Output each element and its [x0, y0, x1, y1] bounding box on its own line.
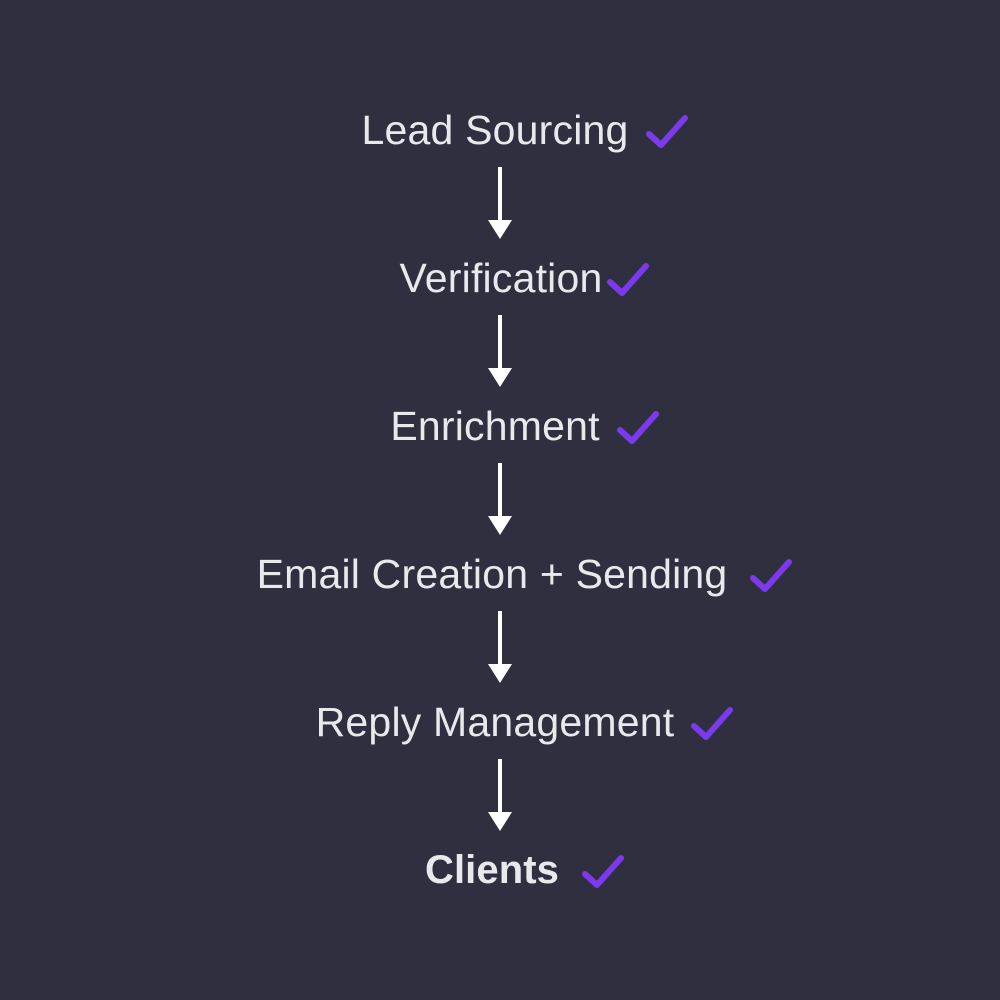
arrow-down-icon	[480, 609, 520, 687]
check-icon	[602, 254, 654, 306]
flow-step-verification[interactable]: Verification	[400, 243, 655, 313]
flow-step-label: Email Creation + Sending	[256, 550, 728, 597]
flow-step-lead-sourcing[interactable]: Lead Sourcing	[361, 95, 692, 165]
flow-step-label: Verification	[399, 254, 603, 301]
check-icon	[577, 846, 629, 898]
check-icon	[745, 550, 797, 602]
arrow-down-icon	[480, 461, 520, 539]
flow-step-label: Enrichment	[390, 402, 600, 449]
flow-step-label: Reply Management	[315, 698, 675, 745]
arrow-down-icon	[480, 313, 520, 391]
flow-step-label: Lead Sourcing	[361, 106, 629, 153]
flow-step-email-creation-sending[interactable]: Email Creation + Sending	[257, 539, 798, 609]
arrow-down-icon	[480, 165, 520, 243]
check-icon	[641, 106, 693, 158]
check-icon	[612, 402, 664, 454]
flow-step-reply-management[interactable]: Reply Management	[316, 687, 739, 757]
flow-step-label: Clients	[424, 848, 560, 892]
arrow-down-icon	[480, 757, 520, 835]
flow-step-clients[interactable]: Clients	[425, 835, 629, 905]
flow-step-enrichment[interactable]: Enrichment	[390, 391, 663, 461]
check-icon	[686, 698, 738, 750]
